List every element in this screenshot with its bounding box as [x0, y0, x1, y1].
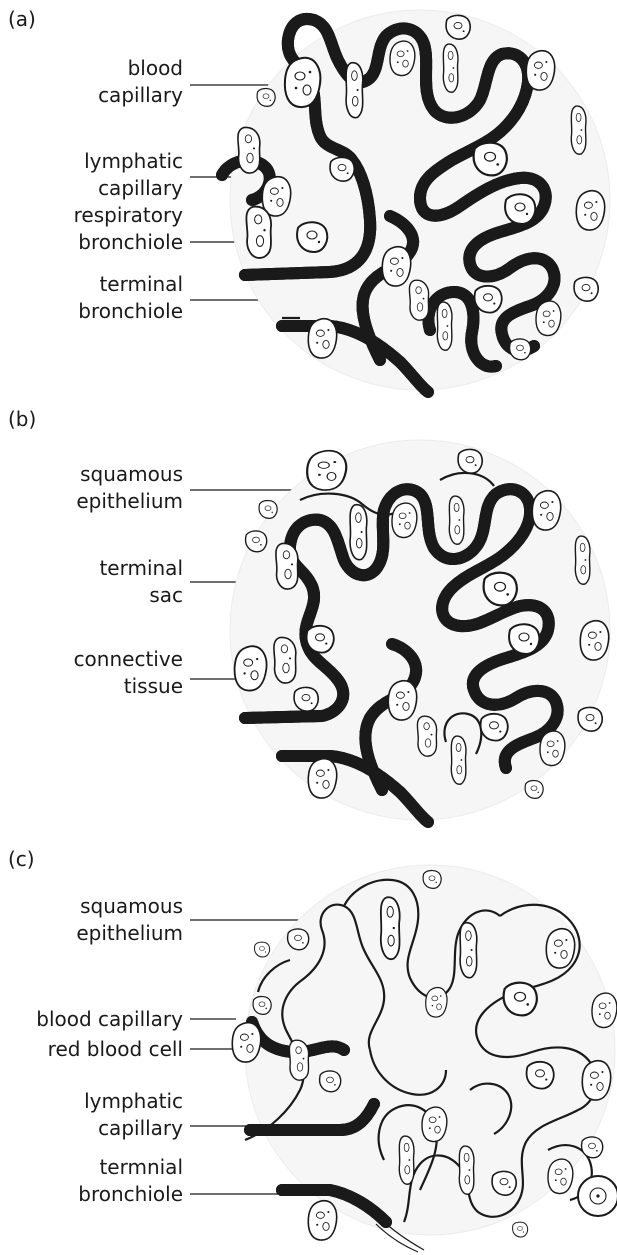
panel-c: (c) squamous epithelium blood capillary … [8, 847, 617, 1252]
label-blood-capillary: blood capillary [36, 1007, 236, 1031]
label-line1: blood capillary [36, 1007, 183, 1031]
panel-a-letter: (a) [8, 7, 36, 31]
panel-a-drawing [222, 10, 610, 392]
label-squamous-epithelium: squamous epithelium [76, 894, 318, 945]
label-line1: lymphatic [84, 1089, 183, 1113]
label-line2: capillary [98, 1116, 183, 1140]
label-line2: tissue [124, 674, 183, 698]
label-line1: terminal [99, 556, 183, 580]
label-line1: terminal [99, 272, 183, 296]
label-line1: squamous [80, 894, 183, 918]
label-line1: red blood cell [48, 1037, 183, 1061]
label-line1: lymphatic [84, 149, 183, 173]
label-line2: bronchiole [78, 230, 183, 254]
label-line1: squamous [80, 462, 183, 486]
panel-b: (b) squamous epithelium terminal sac con… [8, 407, 610, 822]
label-line2: capillary [98, 83, 183, 107]
label-line2: bronchiole [78, 299, 183, 323]
panel-a: (a) blood capillary lymphatic capillary … [8, 7, 610, 392]
label-line1: blood [128, 56, 183, 80]
label-line2: bronchiole [78, 1182, 183, 1206]
label-line1: connective [74, 647, 183, 671]
panel-c-letter: (c) [8, 847, 35, 871]
label-termnial-bronchiole: termnial bronchiole [78, 1155, 298, 1206]
label-red-blood-cell: red blood cell [48, 1037, 236, 1061]
label-line1: respiratory [74, 203, 184, 227]
label-connective-tissue: connective tissue [74, 647, 240, 698]
panel-b-letter: (b) [8, 407, 36, 431]
panel-c-drawing [232, 865, 617, 1252]
label-line2: epithelium [76, 489, 183, 513]
panel-b-drawing [230, 440, 610, 822]
label-line2: epithelium [76, 921, 183, 945]
label-blood-capillary: blood capillary [98, 56, 282, 107]
label-line1: termnial [99, 1155, 183, 1179]
label-line2: capillary [98, 176, 183, 200]
label-line2: sac [149, 583, 183, 607]
